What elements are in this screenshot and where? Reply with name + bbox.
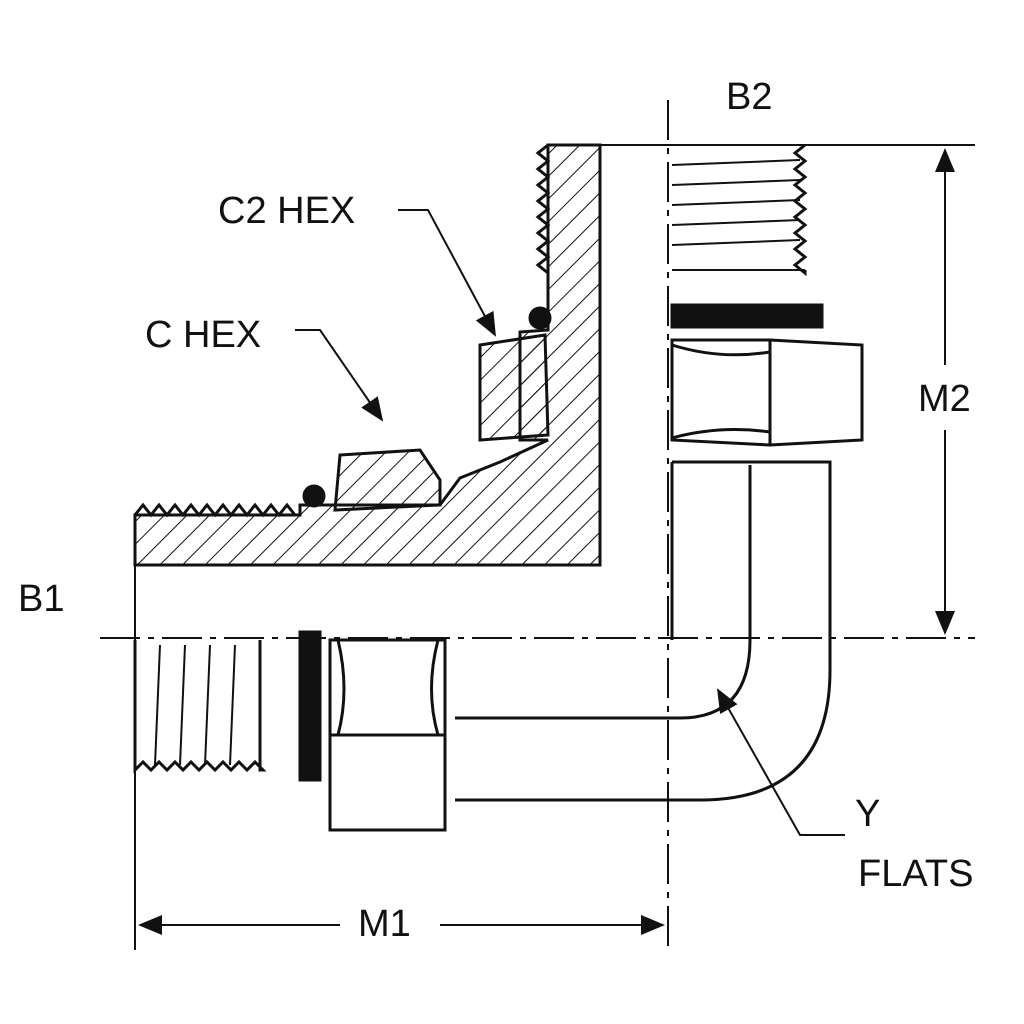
label-b1: B1	[18, 578, 65, 620]
label-y: Y	[855, 793, 881, 835]
label-c2-hex: C2 HEX	[218, 190, 356, 232]
label-flats: FLATS	[858, 853, 974, 895]
lower-thread-lines	[154, 644, 236, 766]
lower-hex	[328, 638, 447, 832]
elbow-outer	[455, 460, 832, 802]
o-ring-c	[302, 484, 326, 508]
c2-hex-section	[478, 333, 550, 442]
upper-thread-lines	[671, 159, 805, 271]
label-m2: M2	[918, 378, 971, 420]
label-c-hex: C HEX	[145, 314, 262, 356]
c-hex-section	[333, 448, 442, 512]
lower-thread-top	[133, 502, 297, 518]
upper-thread-left	[535, 143, 551, 275]
body-section	[133, 143, 602, 567]
label-b2: B2	[726, 76, 773, 118]
y-flats-leader	[717, 688, 845, 836]
o-ring-b1	[298, 630, 322, 782]
o-ring-b2	[670, 303, 824, 329]
upper-thread-right	[792, 143, 808, 277]
lower-thread	[133, 640, 267, 774]
o-ring-c2	[528, 306, 552, 330]
label-m1: M1	[358, 903, 411, 945]
upper-hex	[670, 338, 864, 447]
c-hex-leader	[295, 329, 384, 422]
c2-hex-leader	[398, 209, 496, 337]
